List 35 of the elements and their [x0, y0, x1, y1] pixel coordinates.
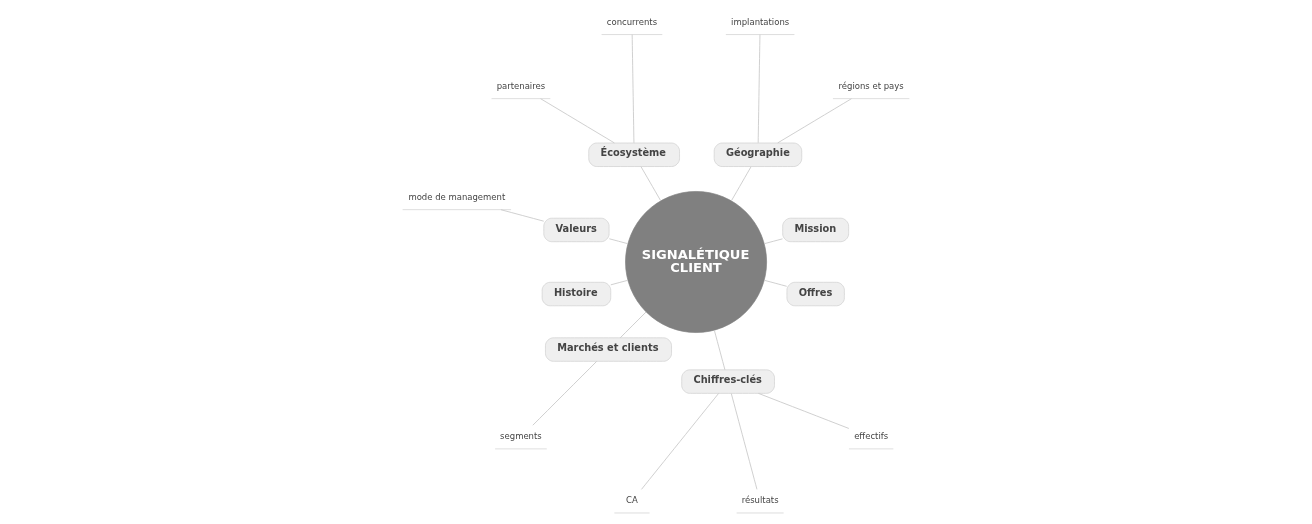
- connector: [619, 311, 647, 339]
- connector: [730, 166, 752, 202]
- node-text: mode de management: [408, 192, 506, 203]
- node-text: implantations: [731, 17, 790, 28]
- node-text: segments: [500, 431, 542, 442]
- connector: [763, 238, 783, 245]
- connector: [540, 98, 615, 144]
- connector: [532, 360, 598, 426]
- connector: [641, 393, 719, 490]
- connector: [777, 98, 852, 144]
- connector: [763, 279, 788, 287]
- node-text: résultats: [741, 495, 779, 506]
- node-box: Valeurs: [543, 217, 610, 243]
- connector: [608, 238, 629, 245]
- node-text: CA: [626, 495, 638, 506]
- node-box: Marchés et clients: [545, 337, 672, 362]
- connector: [500, 209, 545, 222]
- node-box: Géographie: [713, 142, 803, 167]
- node-box: Chiffres-clés: [681, 369, 775, 394]
- connector: [757, 34, 761, 144]
- node-box: Histoire: [541, 281, 612, 307]
- connector: [610, 279, 629, 286]
- connector: [730, 393, 758, 490]
- connector: [631, 34, 635, 144]
- node-box: Écosystème: [588, 142, 680, 167]
- connector: [713, 329, 726, 371]
- node-circle: SIGNALÉTIQUE CLIENT: [625, 191, 767, 333]
- connector: [640, 166, 662, 202]
- node-text: partenaires: [496, 81, 546, 92]
- node-box: Mission: [782, 217, 849, 243]
- node-box: Offres: [786, 281, 845, 307]
- node-text: régions et pays: [838, 81, 904, 92]
- node-text: effectifs: [854, 431, 889, 442]
- node-text: concurrents: [606, 17, 658, 28]
- connector: [758, 392, 850, 429]
